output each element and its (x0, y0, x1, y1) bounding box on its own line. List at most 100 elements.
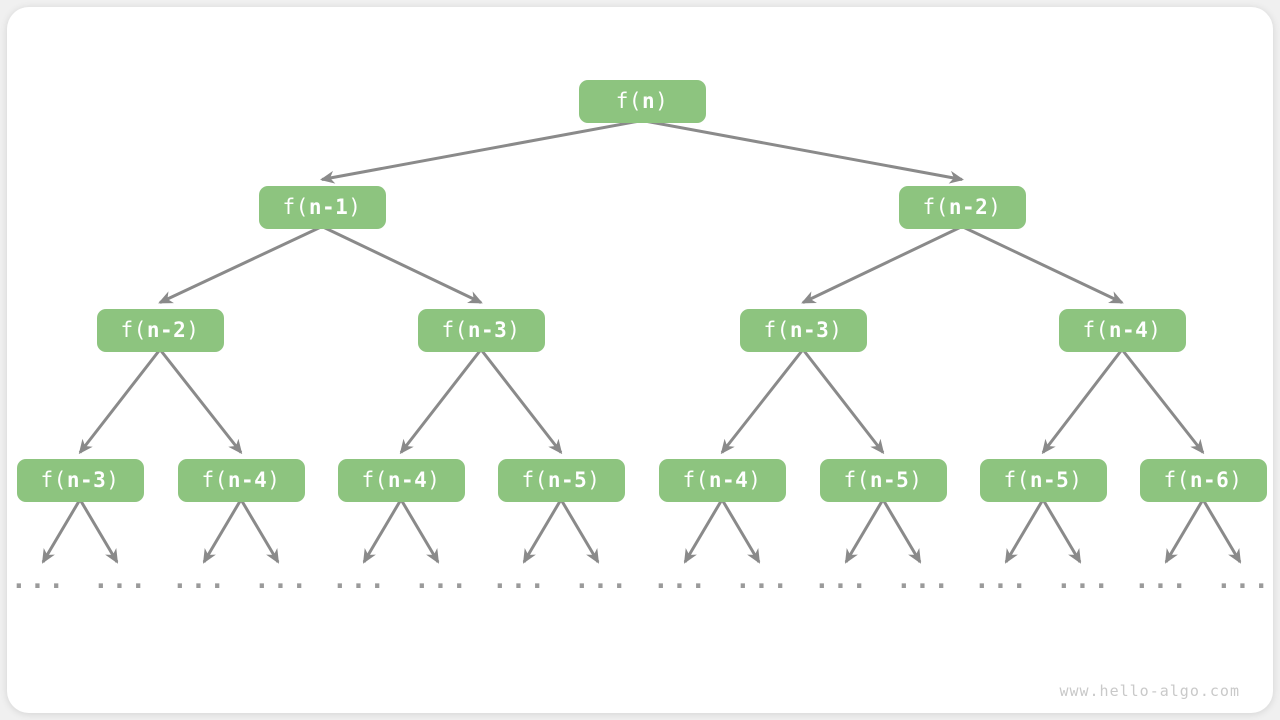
node-label-suffix: ) (1229, 468, 1243, 492)
ellipsis: ... (1056, 565, 1112, 595)
watermark: www.hello-algo.com (1059, 682, 1240, 700)
node-label-arg: n-3 (467, 318, 508, 342)
node-label-prefix: f( (1003, 468, 1030, 492)
tree-node-n13: f(n-5) (979, 458, 1107, 502)
tree-node-n6: f(n-4) (1058, 308, 1186, 352)
node-label-prefix: f( (282, 195, 309, 219)
node-label-suffix: ) (348, 195, 362, 219)
node-label-suffix: ) (186, 318, 200, 342)
node-label-prefix: f( (615, 89, 642, 113)
node-label-prefix: f( (1163, 468, 1190, 492)
node-label-suffix: ) (427, 468, 441, 492)
ellipsis: ... (974, 565, 1030, 595)
node-label-arg: n-4 (387, 468, 428, 492)
node-label-suffix: ) (1148, 318, 1162, 342)
tree-node-n4: f(n-3) (417, 308, 545, 352)
tree-node-n12: f(n-5) (819, 458, 947, 502)
edge-arrow (720, 498, 761, 564)
edge-arrow (1004, 498, 1045, 564)
tree-node-n5: f(n-3) (739, 308, 867, 352)
ellipsis: ... (1134, 565, 1190, 595)
tree-node-n10: f(n-5) (497, 458, 625, 502)
ellipsis-group: ........................................… (11, 565, 1272, 595)
edge-arrow (801, 348, 885, 455)
node-label-arg: n (641, 89, 656, 113)
node-label-prefix: f( (1082, 318, 1109, 342)
edge-arrow (1201, 498, 1242, 564)
node-label-suffix: ) (587, 468, 601, 492)
ellipsis: ... (814, 565, 870, 595)
edge-group (41, 119, 1242, 564)
edge-arrow (559, 498, 600, 564)
edge-arrow (399, 498, 440, 564)
edge-arrow (320, 119, 643, 184)
edge-arrow (1041, 348, 1124, 455)
node-label-prefix: f( (682, 468, 709, 492)
node-label-prefix: f( (40, 468, 67, 492)
node-label-arg: n-1 (308, 195, 349, 219)
diagram-card (7, 7, 1273, 713)
node-label-arg: n-2 (948, 195, 989, 219)
node-label-prefix: f( (201, 468, 228, 492)
edge-arrow (1164, 498, 1205, 564)
node-label-suffix: ) (909, 468, 923, 492)
ellipsis: ... (93, 565, 149, 595)
node-label-suffix: ) (748, 468, 762, 492)
tree-node-n14: f(n-6) (1139, 458, 1267, 502)
node-label-prefix: f( (521, 468, 548, 492)
node-label-arg: n-5 (547, 468, 588, 492)
edge-arrow (720, 348, 805, 455)
node-label-suffix: ) (267, 468, 281, 492)
node-label-prefix: f( (361, 468, 388, 492)
ellipsis: ... (414, 565, 470, 595)
edge-arrow (801, 225, 963, 304)
ellipsis: ... (332, 565, 388, 595)
node-label-suffix: ) (829, 318, 843, 342)
node-label-suffix: ) (988, 195, 1002, 219)
node-label-prefix: f( (441, 318, 468, 342)
node-label-arg: n-4 (1108, 318, 1149, 342)
node-label-arg: n-4 (227, 468, 268, 492)
tree-node-n11: f(n-4) (658, 458, 786, 502)
edge-arrow (522, 498, 563, 564)
node-label-prefix: f( (843, 468, 870, 492)
edge-arrow (239, 498, 280, 564)
tree-node-n0: f(n) (578, 79, 706, 123)
edge-arrow (641, 119, 964, 184)
ellipsis: ... (172, 565, 228, 595)
node-label-prefix: f( (763, 318, 790, 342)
node-label-suffix: ) (106, 468, 120, 492)
node-label-arg: n-5 (1029, 468, 1070, 492)
ellipsis: ... (492, 565, 548, 595)
node-label-arg: n-6 (1189, 468, 1230, 492)
edge-arrow (683, 498, 724, 564)
node-label-suffix: ) (507, 318, 521, 342)
edge-arrow (202, 498, 243, 564)
ellipsis: ... (1216, 565, 1272, 595)
tree-node-n7: f(n-3) (16, 458, 144, 502)
node-label-suffix: ) (1069, 468, 1083, 492)
edge-arrow (362, 498, 403, 564)
edge-arrow (158, 225, 323, 304)
node-label-arg: n-5 (869, 468, 910, 492)
ellipsis: ... (254, 565, 310, 595)
ellipsis: ... (574, 565, 630, 595)
tree-node-n1: f(n-1) (258, 185, 386, 229)
edge-arrow (881, 498, 922, 564)
tree-node-n2: f(n-2) (898, 185, 1026, 229)
node-label-prefix: f( (922, 195, 949, 219)
edge-arrow (78, 348, 162, 455)
edge-arrow (41, 498, 82, 564)
node-label-arg: n-2 (146, 318, 187, 342)
ellipsis: ... (896, 565, 952, 595)
node-label-prefix: f( (120, 318, 147, 342)
ellipsis: ... (735, 565, 791, 595)
edge-arrow (1120, 348, 1205, 455)
edge-arrow (78, 498, 119, 564)
tree-node-n3: f(n-2) (96, 308, 224, 352)
edge-arrow (321, 225, 483, 304)
edge-arrow (399, 348, 483, 455)
ellipsis: ... (11, 565, 67, 595)
